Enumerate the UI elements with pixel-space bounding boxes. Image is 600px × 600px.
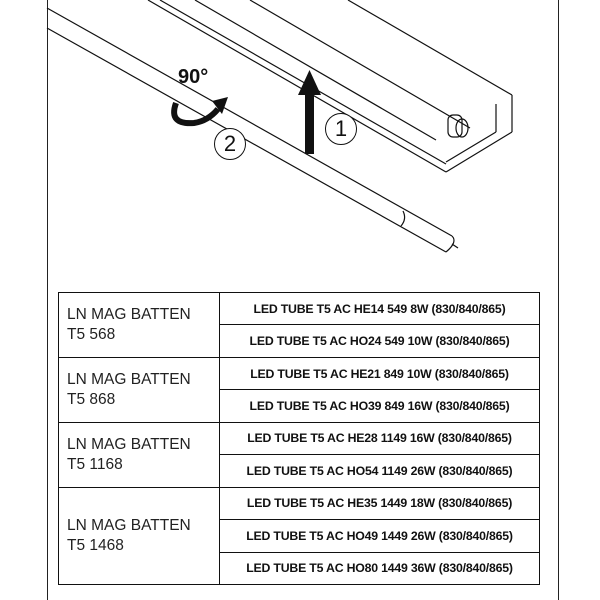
step-2-marker: 2	[214, 128, 246, 160]
table-row: LN MAG BATTEN T5 1168 LED TUBE T5 AC HE28…	[58, 421, 540, 488]
page-frame	[47, 0, 559, 600]
rotate-arrow-icon	[171, 97, 228, 127]
tube-cell: LED TUBE T5 AC HO49 1449 26W (830/840/86…	[219, 519, 540, 553]
compatibility-table: LN MAG BATTEN T5 568 LED TUBE T5 AC HE14 …	[58, 291, 540, 586]
tube-cell: LED TUBE T5 AC HO39 849 16W (830/840/865…	[219, 389, 540, 423]
table-row: LED TUBE T5 AC HO80 1449 36W (830/840/86…	[59, 551, 540, 585]
tube-cell: LED TUBE T5 AC HO24 549 10W (830/840/865…	[219, 324, 540, 358]
fixture-name: LN MAG BATTEN	[67, 516, 191, 534]
fixture-name: LN MAG BATTEN	[67, 305, 191, 323]
fixture-model: T5 568	[67, 325, 116, 343]
tube-cell: LED TUBE T5 AC HO54 1149 26W (830/840/86…	[219, 454, 540, 488]
tube-cell: LED TUBE T5 AC HE35 1449 18W (830/840/86…	[219, 486, 540, 521]
tube-cell: LED TUBE T5 AC HE21 849 10W (830/840/865…	[219, 356, 540, 391]
tube-cell: LED TUBE T5 AC HE14 549 8W (830/840/865)	[219, 291, 540, 326]
fixture-name: LN MAG BATTEN	[67, 435, 191, 453]
arrow-up-icon	[298, 70, 321, 154]
table-row: LN MAG BATTEN T5 568 LED TUBE T5 AC HE14 …	[58, 291, 540, 358]
fixture-name: LN MAG BATTEN	[67, 370, 191, 388]
fixture-model: T5 1468	[67, 536, 124, 554]
fixture-model: T5 868	[67, 390, 116, 408]
tube-removal-illustration	[46, 0, 513, 253]
table-row: LN MAG BATTEN T5 1468 LED TUBE T5 AC HE35…	[58, 486, 540, 586]
rotation-angle-label: 90°	[178, 66, 209, 88]
fixture-cell: LN MAG BATTEN T5 1468	[58, 486, 220, 586]
table-row: LN MAG BATTEN T5 868 LED TUBE T5 AC HE21 …	[58, 356, 540, 423]
step-1-marker: 1	[325, 113, 357, 145]
table-row: LED TUBE T5 AC HO24 549 10W (830/840/865…	[59, 324, 540, 358]
fixture-cell: LN MAG BATTEN T5 868	[58, 356, 220, 423]
batten-channel	[147, 0, 513, 173]
fixture-model: T5 1168	[67, 455, 123, 473]
fixture-cell: LN MAG BATTEN T5 1168	[58, 421, 220, 488]
table-row: LED TUBE T5 AC HO49 1449 26W (830/840/86…	[59, 519, 540, 553]
fixture-cell: LN MAG BATTEN T5 568	[58, 292, 220, 358]
tube-cell: LED TUBE T5 AC HE28 1149 16W (830/840/86…	[219, 421, 540, 456]
tube-cell: LED TUBE T5 AC HO80 1449 36W (830/840/86…	[219, 551, 540, 585]
led-tube	[46, 7, 459, 253]
